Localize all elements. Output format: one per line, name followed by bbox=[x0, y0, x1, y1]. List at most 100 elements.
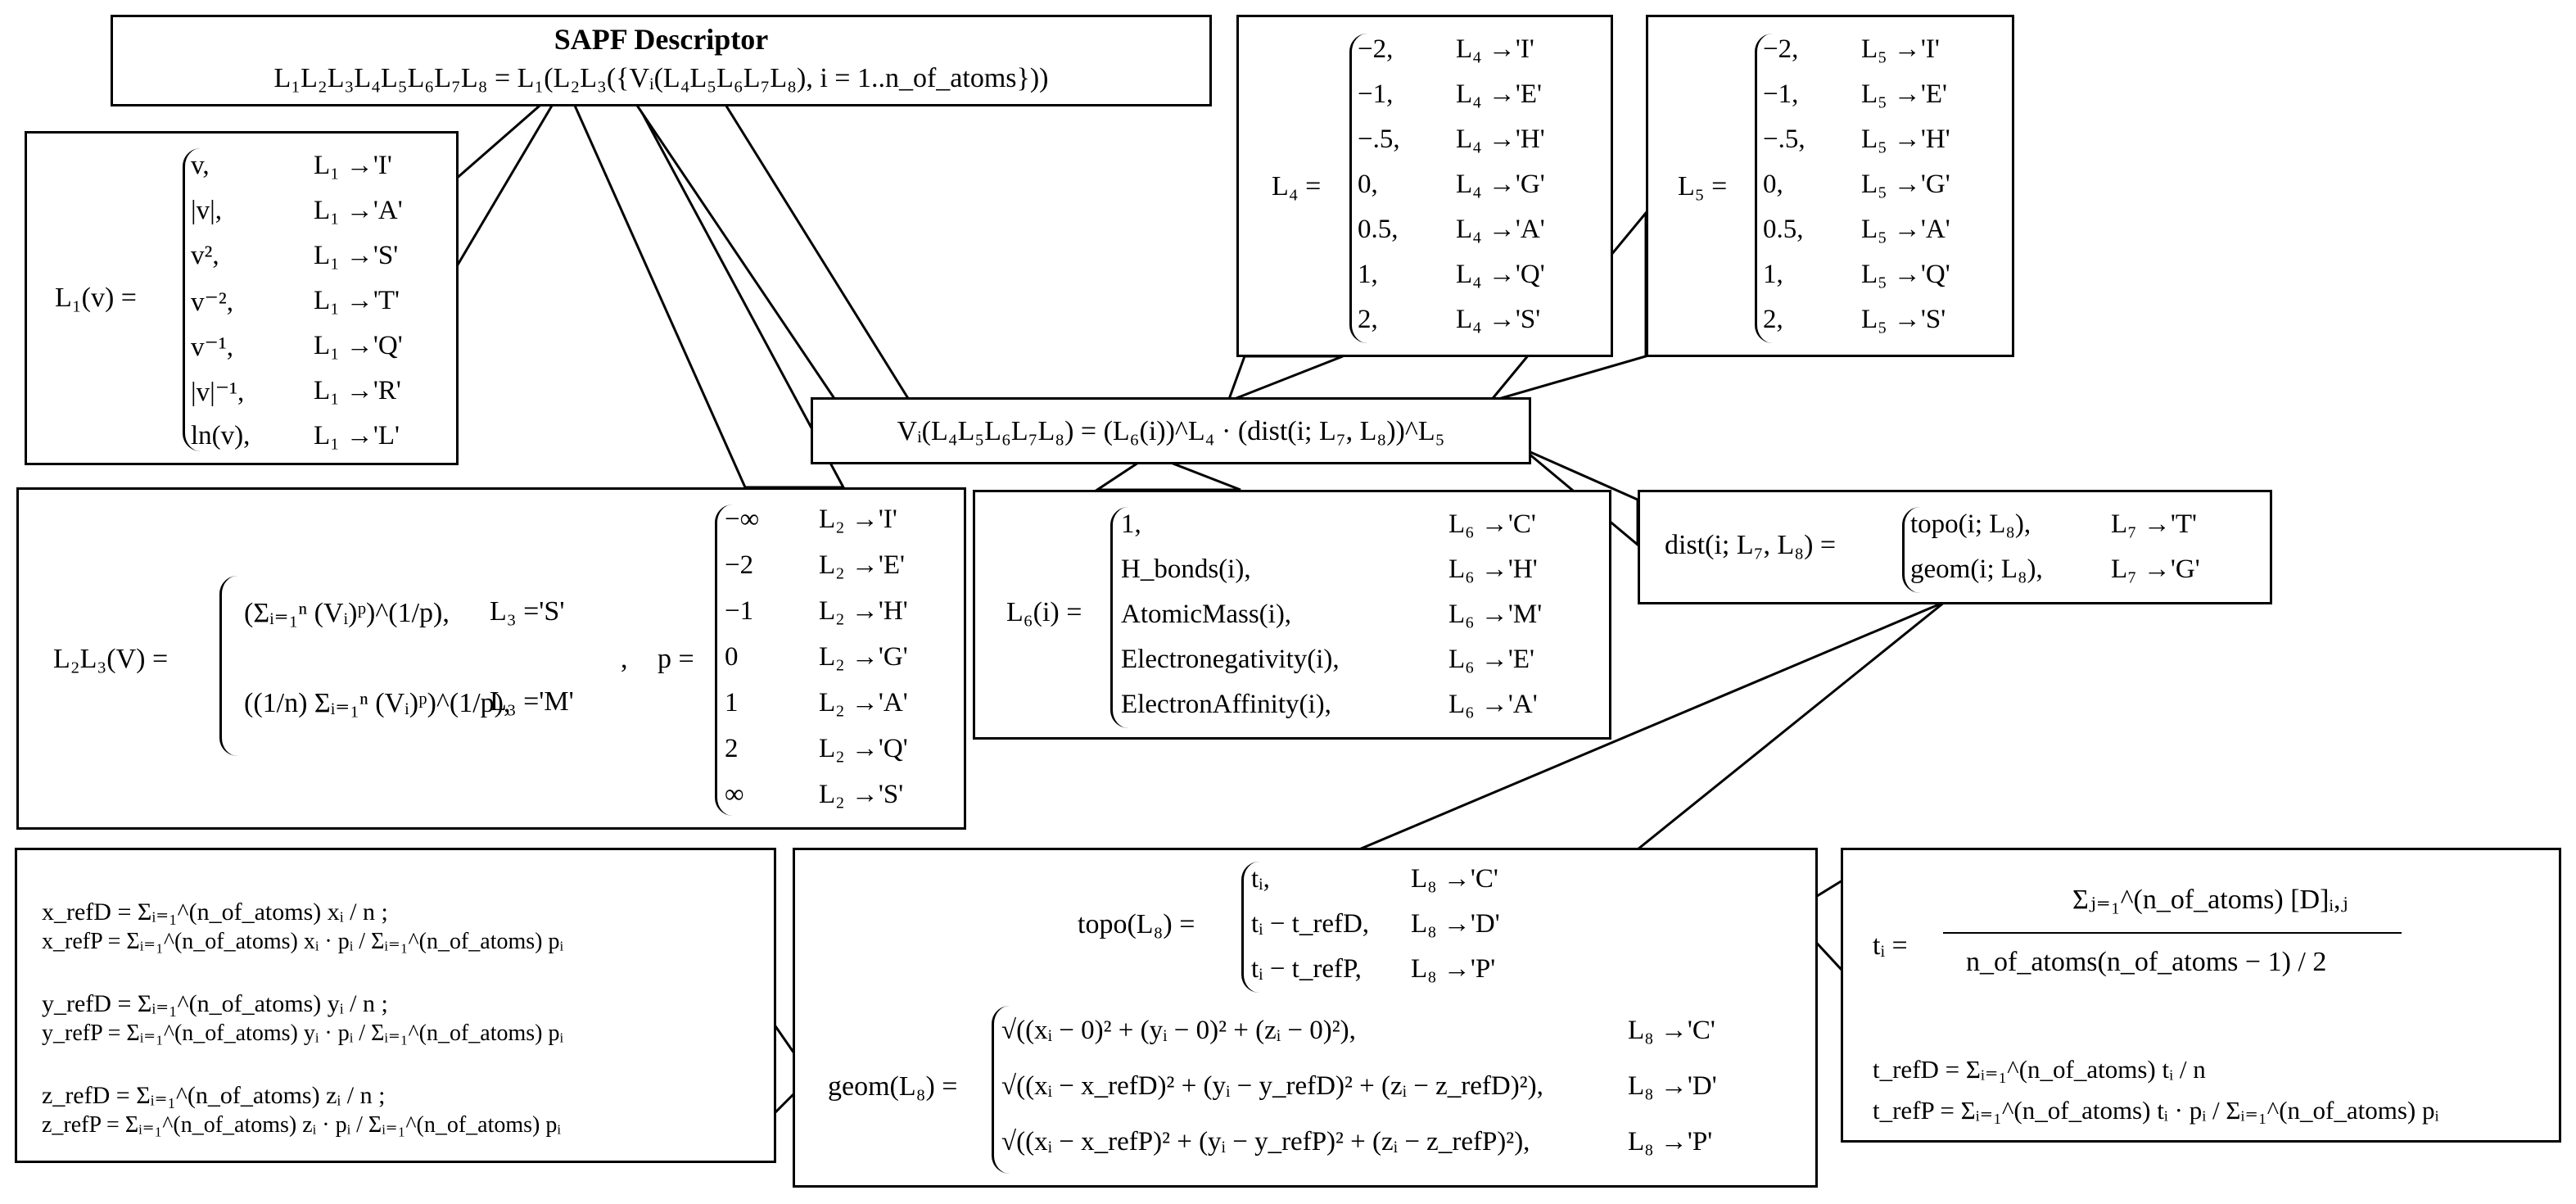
l5-case-row: −2,L₅ →'I' bbox=[1763, 27, 1940, 72]
p-case-expr: −2 bbox=[725, 550, 754, 580]
l4-case-row: 0,L₄ →'G' bbox=[1358, 162, 1545, 207]
l4-callout-pointer bbox=[1226, 355, 1344, 404]
l4-case-row: −.5,L₄ →'H' bbox=[1358, 117, 1545, 162]
vi-box: Vᵢ(L₄L₅L₆L₇L₈) = (L₆(i))^L₄ · (dist(i; L… bbox=[811, 397, 1531, 464]
l5-case-expr: 1, bbox=[1763, 260, 1783, 289]
l1-case-cond: L₁ →'T' bbox=[314, 286, 400, 315]
l5-case-cond: L₅ →'Q' bbox=[1861, 260, 1950, 289]
l6-case-cond: L₆ →'E' bbox=[1448, 645, 1534, 674]
l4-case-cond: L₄ →'Q' bbox=[1456, 260, 1545, 289]
reference-point-box: x_refD = Σᵢ₌₁^(n_of_atoms) xᵢ / n ;x_ref… bbox=[15, 848, 776, 1163]
l1-case-cond: L₁ →'I' bbox=[314, 151, 392, 180]
dist-case-expr: topo(i; L₈), bbox=[1910, 509, 2031, 539]
l1-callout-pointer bbox=[453, 82, 567, 275]
topo-case-expr: tᵢ − t_refD, bbox=[1251, 909, 1370, 939]
geom-case-expr: √((xᵢ − x_refD)² + (yᵢ − y_refD)² + (zᵢ … bbox=[1001, 1070, 1543, 1101]
l1-case-row: v⁻¹,L₁ →'Q' bbox=[191, 324, 403, 369]
topo-case-row: tᵢ − t_refD, L₈ →'D' bbox=[1251, 902, 1611, 947]
p-case-expr: 2 bbox=[725, 733, 739, 763]
l6-case-expr: 1, bbox=[1121, 509, 1141, 539]
l4-case-cond: L₄ →'E' bbox=[1456, 79, 1542, 109]
topo-lhs: topo(L₈) = bbox=[1078, 909, 1195, 939]
l1-case-row: v²,L₁ →'S' bbox=[191, 233, 398, 278]
l2l3-case-m-cond: L₃ ='M' bbox=[490, 686, 574, 717]
topo-brace bbox=[1241, 862, 1260, 993]
l1-case-row: ln(v),L₁ →'L' bbox=[191, 414, 400, 459]
l2l3-case-s-expr: (Σᵢ₌₁ⁿ (Vᵢ)ᵖ)^(1/p), bbox=[244, 598, 450, 628]
l4-case-expr: 2, bbox=[1358, 305, 1378, 334]
l4-case-expr: 1, bbox=[1358, 260, 1378, 289]
geom-case-row: √((xᵢ − x_refD)² + (yᵢ − y_refD)² + (zᵢ … bbox=[1001, 1058, 1812, 1114]
l6-cases: 1, L₆ →'C' H_bonds(i), L₆ →'H' AtomicMass(i)… bbox=[1121, 502, 1604, 727]
dist-brace bbox=[1902, 507, 1921, 593]
p-case-row: ∞L₂ →'S' bbox=[725, 772, 903, 817]
l6-case-cond: L₆ →'H' bbox=[1448, 554, 1538, 584]
t-refp-formula: t_refP = Σᵢ₌₁^(n_of_atoms) tᵢ · pᵢ / Σᵢ₌… bbox=[1873, 1096, 2439, 1125]
topo-case-cond: L₈ →'P' bbox=[1411, 954, 1496, 984]
l2l3-separator: , bbox=[621, 644, 628, 674]
l4-case-cond: L₄ →'G' bbox=[1456, 170, 1545, 199]
reference-p-formula: y_refP = Σᵢ₌₁^(n_of_atoms) yᵢ · pᵢ / Σᵢ₌… bbox=[42, 1021, 564, 1046]
l1-case-cond: L₁ →'R' bbox=[314, 376, 401, 405]
l4-brace bbox=[1349, 34, 1368, 343]
l6-case-expr: ElectronAffinity(i), bbox=[1121, 690, 1331, 719]
topo-case-cond: L₈ →'D' bbox=[1411, 909, 1500, 939]
l5-case-row: 1, L₅ →'Q' bbox=[1763, 252, 1950, 297]
l4-case-row: −2,L₄ →'I' bbox=[1358, 27, 1534, 72]
l6-callout-pointer bbox=[1093, 461, 1241, 491]
l5-case-cond: L₅ →'G' bbox=[1861, 170, 1950, 199]
l1-brace bbox=[183, 148, 201, 451]
l4-case-expr: 0.5, bbox=[1358, 215, 1399, 244]
l4-cases: −2,L₄ →'I' −1, L₄ →'E' −.5,L₄ →'H'0,L₄ →'G'… bbox=[1358, 27, 1545, 342]
l5-case-cond: L₅ →'I' bbox=[1861, 34, 1940, 64]
l1-box: L₁(v) = v,L₁ →'I'|v|,L₁ →'A'v²,L₁ →'S'v⁻… bbox=[25, 131, 459, 465]
l4-case-expr: −1, bbox=[1358, 79, 1394, 109]
p-case-expr: ∞ bbox=[725, 779, 744, 809]
p-case-cond: L₂ →'I' bbox=[819, 504, 897, 534]
topo-case-expr: tᵢ, bbox=[1251, 864, 1270, 894]
l1-case-expr: |v|⁻¹, bbox=[191, 377, 245, 407]
dist-cases: topo(i; L₈),L₇ →'T'geom(i; L₈),L₇ →'G' bbox=[1910, 502, 2262, 592]
l4-case-expr: −2, bbox=[1358, 34, 1394, 64]
l5-brace bbox=[1755, 34, 1774, 343]
l1-case-row: |v|⁻¹, L₁ →'R' bbox=[191, 369, 401, 414]
p-case-row: −∞L₂ →'I' bbox=[725, 496, 897, 542]
p-lhs: p = bbox=[658, 644, 694, 674]
topo-case-expr: tᵢ − t_refP, bbox=[1251, 954, 1362, 984]
diagram-title: SAPF Descriptor bbox=[554, 23, 769, 56]
l6-case-expr: AtomicMass(i), bbox=[1121, 600, 1292, 629]
l1-case-cond: L₁ →'A' bbox=[314, 196, 403, 225]
l6-box: L₆(i) = 1,L₆ →'C'H_bonds(i),L₆ →'H'Atomi… bbox=[973, 490, 1611, 740]
l1-case-cond: L₁ →'S' bbox=[314, 241, 399, 270]
dist-case-row: topo(i; L₈), L₇ →'T' bbox=[1910, 502, 2262, 547]
reference-p-formula: z_refP = Σᵢ₌₁^(n_of_atoms) zᵢ · pᵢ / Σᵢ₌… bbox=[42, 1112, 561, 1138]
l6-case-cond: L₆ →'C' bbox=[1448, 509, 1536, 539]
l5-case-row: −1,L₅ →'E' bbox=[1763, 72, 1947, 117]
l6-case-expr: H_bonds(i), bbox=[1121, 554, 1251, 584]
dist-case-cond: L₇ →'T' bbox=[2111, 509, 2197, 539]
p-case-row: −2 L₂ →'E' bbox=[725, 542, 905, 588]
vi-formula: Vᵢ(L₄L₅L₆L₇L₈) = (L₆(i))^L₄ · (dist(i; L… bbox=[897, 416, 1445, 446]
l6-case-cond: L₆ →'A' bbox=[1448, 690, 1538, 719]
l5-case-row: 2,L₅ →'S' bbox=[1763, 297, 1946, 342]
l2l3-brace bbox=[219, 576, 238, 756]
l5-case-row: −.5,L₅ →'H' bbox=[1763, 117, 1950, 162]
l5-case-cond: L₅ →'E' bbox=[1861, 79, 1947, 109]
geom-cases: √((xᵢ − 0)² + (yᵢ − 0)² + (zᵢ − 0)²),L₈ … bbox=[1001, 1003, 1812, 1170]
l1-case-expr: v⁻², bbox=[191, 287, 234, 317]
topo-case-cond: L₈ →'C' bbox=[1411, 864, 1498, 894]
geom-brace bbox=[992, 1006, 1010, 1174]
p-case-cond: L₂ →'A' bbox=[819, 687, 908, 717]
l4-case-row: −1, L₄ →'E' bbox=[1358, 72, 1542, 117]
ti-fraction-bar bbox=[1943, 932, 2402, 934]
l6-brace bbox=[1110, 507, 1129, 728]
l5-case-expr: −.5, bbox=[1763, 124, 1805, 154]
t-refd-formula: t_refD = Σᵢ₌₁^(n_of_atoms) tᵢ / n bbox=[1873, 1055, 2206, 1084]
l1-case-expr: |v|, bbox=[191, 196, 222, 225]
p-case-cond: L₂ →'E' bbox=[819, 550, 905, 580]
p-case-cond: L₂ →'G' bbox=[819, 641, 908, 672]
geom-case-cond: L₈ →'D' bbox=[1628, 1070, 1717, 1101]
